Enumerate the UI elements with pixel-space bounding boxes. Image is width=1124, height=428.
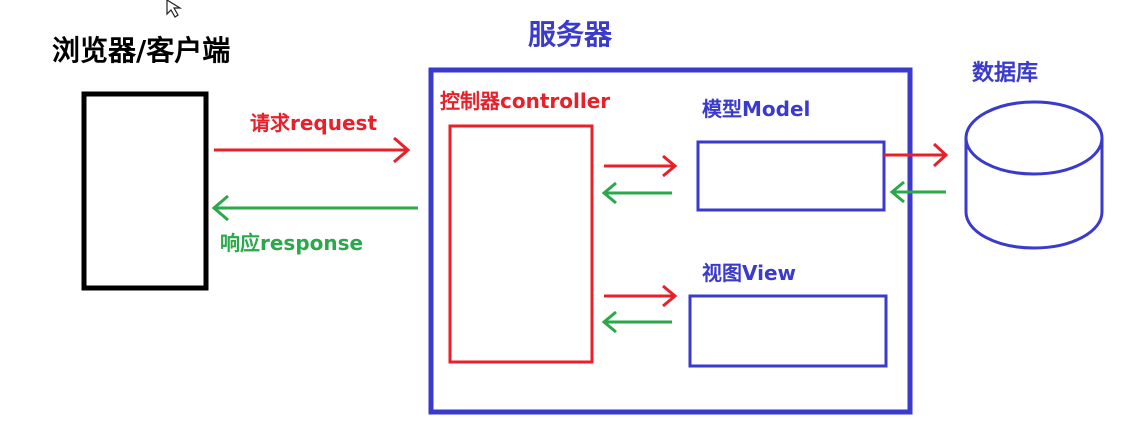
client-box bbox=[81, 91, 209, 291]
database-cylinder-icon bbox=[964, 100, 1104, 250]
model-label: 模型Model bbox=[702, 97, 810, 121]
database-to-model-arrow bbox=[889, 180, 946, 204]
controller-box bbox=[448, 124, 594, 364]
request-arrow bbox=[214, 136, 411, 164]
controller-label: 控制器controller bbox=[440, 89, 610, 113]
model-to-controller-arrow bbox=[601, 181, 672, 205]
server-box bbox=[428, 67, 913, 415]
view-to-controller-arrow bbox=[601, 310, 672, 334]
client-title: 浏览器/客户端 bbox=[52, 34, 230, 67]
server-title: 服务器 bbox=[528, 18, 613, 51]
controller-to-model-arrow bbox=[604, 154, 678, 178]
mouse-pointer-icon bbox=[166, 0, 183, 18]
model-box bbox=[696, 140, 886, 212]
database-title: 数据库 bbox=[972, 60, 1038, 86]
model-to-database-arrow bbox=[884, 142, 949, 168]
response-label: 响应response bbox=[220, 231, 363, 255]
request-label: 请求request bbox=[250, 111, 377, 135]
response-arrow bbox=[211, 194, 418, 222]
controller-to-view-arrow bbox=[604, 284, 678, 308]
view-box bbox=[688, 294, 888, 368]
view-label: 视图View bbox=[702, 261, 796, 285]
